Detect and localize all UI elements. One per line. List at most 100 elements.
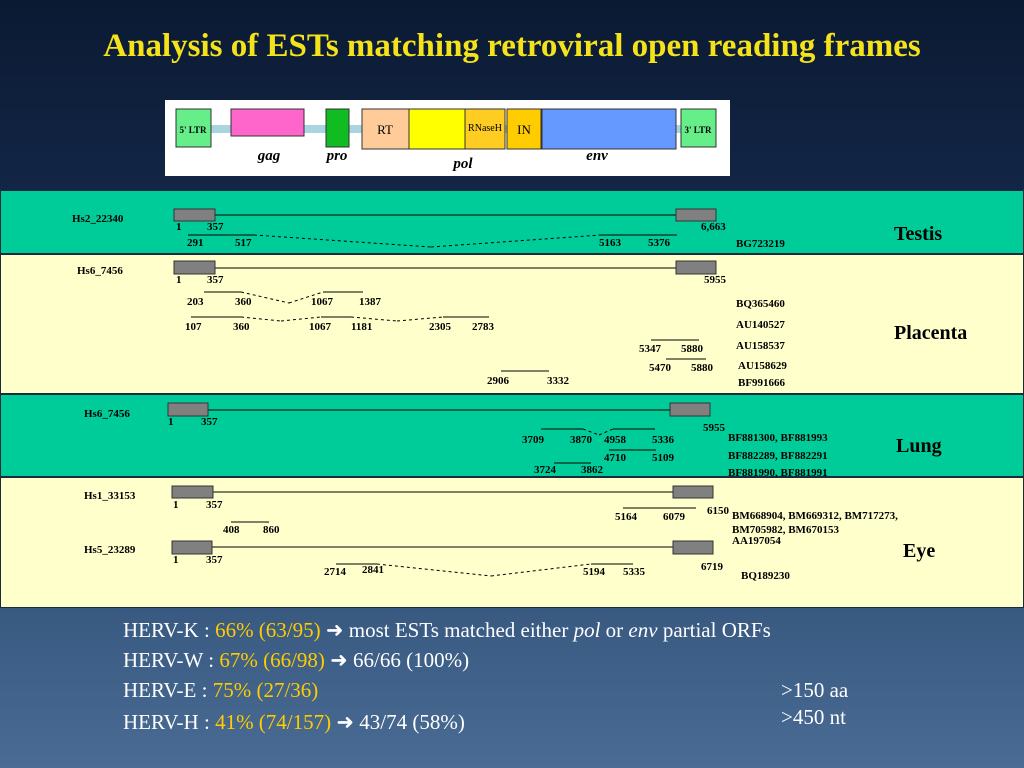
ltr5-label: 5' LTR <box>180 125 207 135</box>
arrow-right-icon: ➜ <box>330 648 348 672</box>
est-coord: 1067 <box>309 321 331 333</box>
orf-block-end: 357 <box>206 499 223 511</box>
gene-id: Hs1_33153 <box>84 490 136 502</box>
tissue-label: Placenta <box>894 322 968 344</box>
orf-block-end: 357 <box>201 416 218 428</box>
est-coord: 1387 <box>359 296 381 308</box>
est-coord: 4710 <box>604 452 626 464</box>
summary-result: 66/66 (100%) <box>347 648 470 672</box>
summary-value: 41% (74/157) <box>215 710 332 734</box>
summary-prefix: HERV-K : <box>123 618 216 642</box>
rnaseh-label: RNaseH <box>468 123 502 134</box>
summary-prefix: HERV-W : <box>123 648 220 672</box>
summary-value: 67% (66/98) <box>219 648 325 672</box>
est-coord: 5163 <box>599 237 621 249</box>
summary-prefix: HERV-H : <box>123 710 216 734</box>
est-coord: 5336 <box>652 434 674 446</box>
est-coord: 107 <box>185 321 202 333</box>
est-coord: 408 <box>223 524 240 536</box>
est-accession: BQ189230 <box>741 570 790 582</box>
est-coord: 517 <box>235 237 252 249</box>
est-accession: AA197054 <box>732 535 781 547</box>
est-coord: 5470 <box>649 362 671 374</box>
est-accession: AU158537 <box>736 340 785 352</box>
est-accession: BF881300, BF881993 <box>728 432 828 444</box>
pol-box <box>408 108 466 150</box>
orf-end: 6,663 <box>701 221 726 233</box>
summary-line-herv-h: HERV-H : 41% (74/157) ➜ 43/74 (58%) <box>123 710 465 735</box>
orf-start: 1 <box>168 416 174 428</box>
est-coord: 291 <box>187 237 204 249</box>
summary-result: most ESTs matched either <box>343 618 574 642</box>
est-coord: 2305 <box>429 321 451 333</box>
summary-value: 66% (63/95) <box>215 618 321 642</box>
est-accession: BQ365460 <box>736 298 785 310</box>
est-coord: 2906 <box>487 375 509 387</box>
orf-5prime-block <box>171 485 214 499</box>
gene-id: Hs2_22340 <box>72 213 124 225</box>
est-coord: 4958 <box>604 434 626 446</box>
est-splice-link <box>598 428 614 436</box>
summary-gene: env <box>628 618 658 642</box>
est-splice-link <box>240 291 290 304</box>
orf-block-end: 357 <box>207 221 224 233</box>
est-splice-link <box>582 428 600 436</box>
est-accession: BF881990, BF881991 <box>728 468 828 477</box>
eye-tracks <box>171 485 714 577</box>
summary-result: 43/74 (58%) <box>354 710 465 734</box>
genome-schematic: 5' LTR RT RNaseH IN 3' LTR gag pro pol e… <box>175 108 717 172</box>
summary-value: 75% (27/36) <box>212 678 319 702</box>
pro-label: pro <box>325 148 348 164</box>
orf-3prime-block <box>669 402 711 417</box>
gene-id: Hs6_7456 <box>84 408 130 420</box>
orf-5prime-block <box>173 208 216 222</box>
est-coord: 360 <box>233 321 250 333</box>
est-coord: 5376 <box>648 237 670 249</box>
est-coord: 3724 <box>534 464 556 476</box>
summary-gene: pol <box>573 618 601 642</box>
est-splice-link <box>376 563 492 577</box>
arrow-right-icon: ➜ <box>325 618 344 642</box>
rt-box <box>361 108 410 150</box>
orf-3prime-block <box>672 540 714 555</box>
panel-lung: Hs6_7456 1 357 5955 3709 3870 4958 5336 … <box>0 394 1024 477</box>
est-coord: 5880 <box>681 343 703 355</box>
panel-eye: Hs1_33153 1 357 6150 5164 6079 BM668904,… <box>0 477 1024 608</box>
gag-label: gag <box>257 148 281 164</box>
est-alignment-panels: Hs2_22340 1 357 6,663 291 517 5163 5376 … <box>0 190 1024 608</box>
est-coord: 360 <box>235 296 252 308</box>
est-splice-link <box>253 234 432 248</box>
orf-5prime-block <box>171 540 213 555</box>
est-accession: AU140527 <box>736 319 785 331</box>
est-splice-link <box>350 316 398 322</box>
orf-end: 6150 <box>707 505 729 517</box>
tissue-label: Lung <box>896 435 942 457</box>
orf-block-end: 357 <box>207 274 224 286</box>
orf-block-end: 357 <box>206 554 223 566</box>
est-coord: 5880 <box>691 362 713 374</box>
est-coord: 5164 <box>615 511 637 523</box>
est-splice-link <box>280 316 322 322</box>
est-coord: 2783 <box>472 321 494 333</box>
gene-id: Hs6_7456 <box>77 265 123 277</box>
gene-id: Hs5_23289 <box>84 544 136 556</box>
orf-end: 5955 <box>703 422 725 434</box>
est-coord: 860 <box>263 524 280 536</box>
est-accession: BF991666 <box>738 377 786 389</box>
est-splice-link <box>490 563 592 577</box>
summary-text: or <box>600 618 629 642</box>
slide-title: Analysis of ESTs matching retroviral ope… <box>103 28 921 64</box>
orf-3prime-block <box>672 485 714 499</box>
est-splice-link <box>430 234 602 248</box>
orf-end: 5955 <box>704 274 726 286</box>
orf-3prime-block <box>675 208 717 222</box>
orf-end: 6719 <box>701 561 723 573</box>
pro-box <box>325 108 350 148</box>
est-coord: 5347 <box>639 343 661 355</box>
tissue-label: Testis <box>894 223 943 245</box>
threshold-nt: >450 nt <box>781 705 846 729</box>
rnaseh-box <box>464 108 506 150</box>
est-coord: 5335 <box>623 566 645 578</box>
threshold-aa: >150 aa <box>781 678 849 702</box>
tissue-label: Eye <box>903 540 936 562</box>
